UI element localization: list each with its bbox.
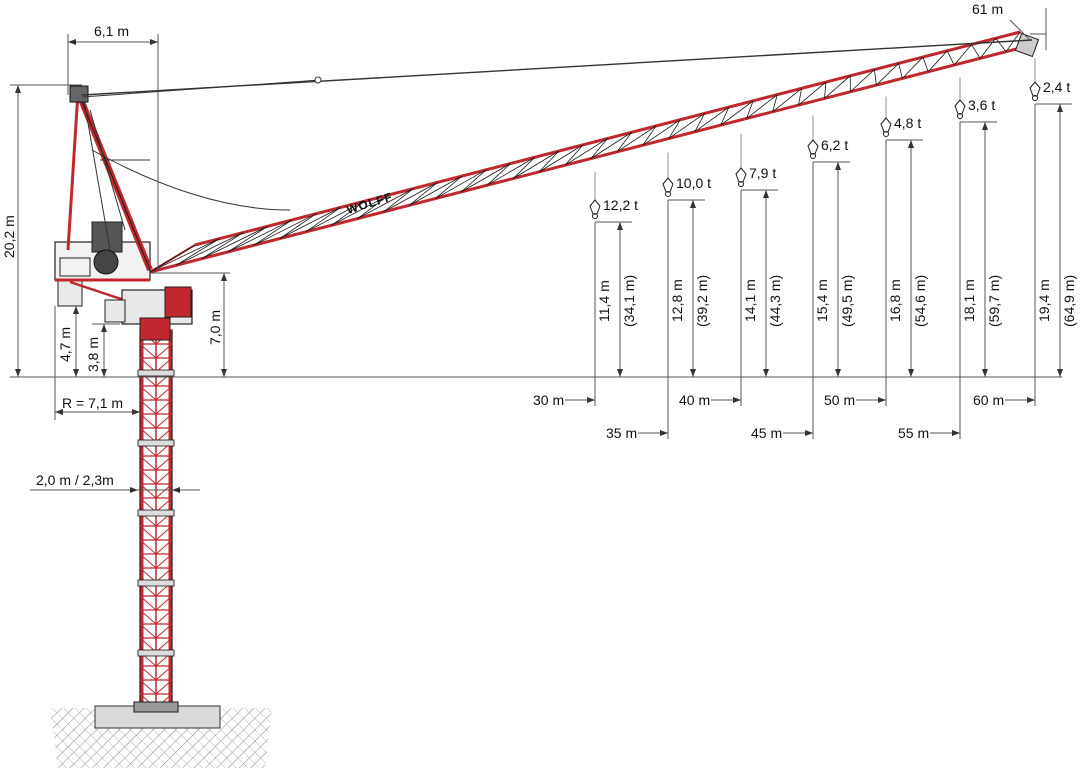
jib-height: (64,9 m) [1061,275,1077,327]
radius-label: 50 m [824,392,855,408]
counterweight-height: 4,7 m [57,327,73,362]
mast-width: 2,0 m / 2,3m [36,472,114,488]
hook-height: 19,4 m [1036,279,1052,322]
slewing-height: 7,0 m [207,310,223,345]
hook-icon [736,168,746,182]
hook-height: 14,1 m [742,279,758,322]
max-radius-label: 61 m [972,1,1003,17]
load-value: 10,0 t [676,175,711,191]
luffing-jib [150,32,1039,272]
radius-label: 30 m [533,392,564,408]
hook-height: 18,1 m [961,279,977,322]
hook-icon [955,100,965,114]
load-value: 7,9 t [749,165,776,181]
load-marker: 3,6 t 18,1 m (59,7 m) 55 m [898,78,1002,441]
hook-icon [1030,82,1040,96]
hook-height: 16,8 m [887,279,903,322]
tower-mast [134,330,178,712]
radius-label: 45 m [751,425,782,441]
hook-height: 15,4 m [814,279,830,322]
jib-height: (59,7 m) [986,275,1002,327]
operator-cab [105,287,192,340]
hook-height: 12,8 m [669,279,685,322]
hook-icon [881,118,891,132]
jib-height: (44,3 m) [767,275,783,327]
brand-logo: WOLFF [345,190,395,217]
counter-jib-length: 6,1 m [94,23,129,39]
pendant-sheave [315,77,321,83]
load-value: 2,4 t [1043,79,1070,95]
jib-height: (49,5 m) [839,275,855,327]
hook-height: 11,4 m [596,280,612,322]
jib-height: (39,2 m) [694,275,710,327]
pendant-stay [82,80,320,97]
load-value: 6,2 t [821,137,848,153]
foundation [50,706,272,768]
tail-radius: R = 7,1 m [62,395,123,411]
radius-label: 60 m [973,392,1004,408]
load-marker: 12,2 t 11,4 m (34,1 m) 30 m [533,171,638,408]
jib-height: (54,6 m) [912,275,928,327]
hook-icon [663,178,673,192]
radius-label: 40 m [679,392,710,408]
hook-icon [808,140,818,154]
dimensions: 6,1 m 61 m 20,2 m 7,0 m 4,7 m 3,8 m [1,1,1046,493]
hook-icon [590,200,600,214]
tower-head-height: 20,2 m [1,215,17,258]
load-value: 4,8 t [894,115,921,131]
radius-label: 55 m [898,425,929,441]
ballast-height: 3,8 m [85,337,101,372]
radius-label: 35 m [606,425,637,441]
jib-height: (34,1 m) [621,275,637,327]
load-chart: 12,2 t 11,4 m (34,1 m) 30 m 10,0 t 12,8 m (39,… [533,58,1077,441]
load-value: 12,2 t [603,197,638,213]
load-value: 3,6 t [968,97,995,113]
